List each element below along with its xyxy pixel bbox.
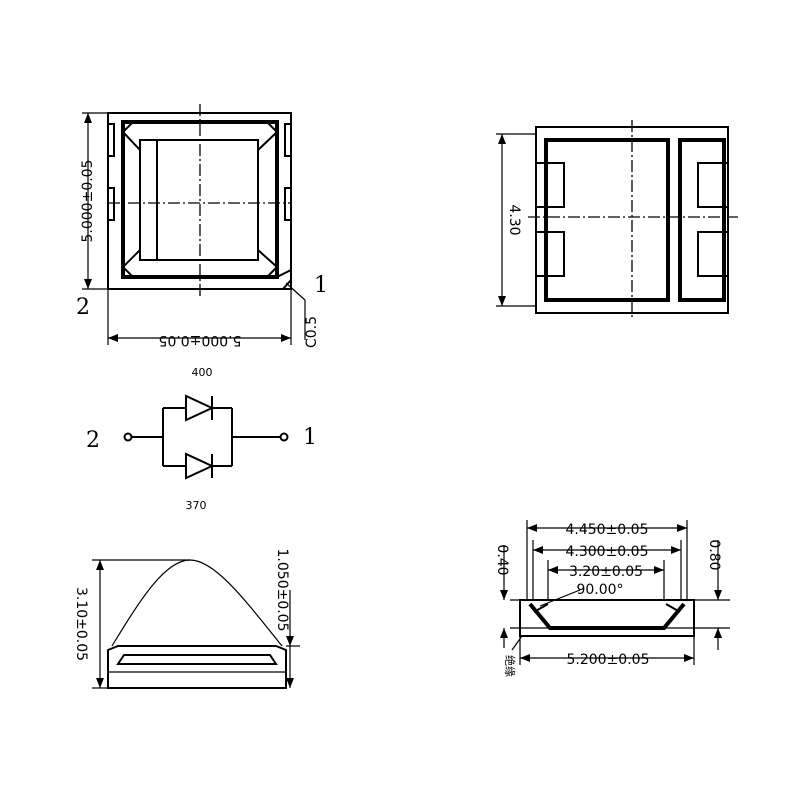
top-width-dim-label: 5.000±0.05 xyxy=(159,332,242,348)
wire-branches xyxy=(163,407,232,467)
body-height-dim-label: 1.050±0.05 xyxy=(274,549,290,632)
diode-upper xyxy=(185,394,215,422)
bottom-pad-right xyxy=(678,138,726,302)
insulation-note: 绝缘 xyxy=(503,655,517,677)
bottom-height-dim-label: 4.30 xyxy=(506,204,522,235)
dim-5200-label: 5.200±0.05 xyxy=(567,652,650,668)
section-cavity xyxy=(528,602,686,630)
schematic-pin2-label: 2 xyxy=(86,428,100,453)
top-view-cavity-inner xyxy=(139,139,259,261)
wire-rails xyxy=(162,408,233,466)
total-height-dim-label: 3.10±0.05 xyxy=(73,587,89,661)
top-height-dim-label: 5.000±0.05 xyxy=(80,160,96,243)
pin2-terminal xyxy=(123,432,133,442)
diode-lower xyxy=(185,452,215,480)
bottom-lead-notch xyxy=(697,162,729,208)
section-view: 4.450±0.05 4.300±0.05 3.20±0.05 90.00° 5… xyxy=(494,520,730,677)
bottom-lead-notch xyxy=(697,231,729,277)
chamfer-dim-label: C0.5 xyxy=(304,316,320,348)
top-view-cavity-outer xyxy=(121,120,279,279)
pin1-leader xyxy=(285,282,306,301)
angle-leader xyxy=(539,589,581,607)
schematic: 400 370 2 1 xyxy=(86,366,317,512)
top-view-pin2-label: 2 xyxy=(76,295,90,320)
side-view: 3.10±0.05 1.050±0.05 xyxy=(73,549,300,689)
lower-diode-value: 370 xyxy=(186,499,207,512)
right-height-label: 0.80 xyxy=(706,539,722,570)
top-view-corner-diagonals xyxy=(122,131,278,268)
top-view-tab xyxy=(107,123,115,157)
base-cavity xyxy=(116,654,278,665)
top-view-tab xyxy=(284,187,292,221)
section-corners xyxy=(533,603,681,613)
left-height-label: 0.40 xyxy=(494,544,510,575)
lens-dome xyxy=(111,559,283,647)
pin1-terminal xyxy=(279,432,289,442)
dim-320-label: 3.20±0.05 xyxy=(569,564,643,580)
angle-label: 90.00° xyxy=(576,582,623,598)
top-view-corner-bevels xyxy=(122,121,278,278)
bottom-lead-notch xyxy=(535,231,565,277)
dim-arrows xyxy=(714,590,722,638)
top-view-pin1-label: 1 xyxy=(314,273,328,298)
note-leader xyxy=(511,635,523,651)
top-view-tab xyxy=(284,123,292,157)
bottom-lead-notch xyxy=(535,162,565,208)
bottom-pad-large xyxy=(544,138,670,302)
dim-arrows xyxy=(500,590,508,638)
dim-4300-label: 4.300±0.05 xyxy=(566,544,649,560)
upper-diode-value: 400 xyxy=(192,366,213,379)
top-view: 5.000±0.05 5.000±0.05 C0.5 1 2 xyxy=(76,104,328,348)
top-view-tab xyxy=(107,187,115,221)
dim-4450-label: 4.450±0.05 xyxy=(566,522,649,538)
schematic-pin1-label: 1 xyxy=(303,425,317,450)
bottom-view: 4.30 xyxy=(496,120,738,318)
side-view-base xyxy=(107,645,287,689)
